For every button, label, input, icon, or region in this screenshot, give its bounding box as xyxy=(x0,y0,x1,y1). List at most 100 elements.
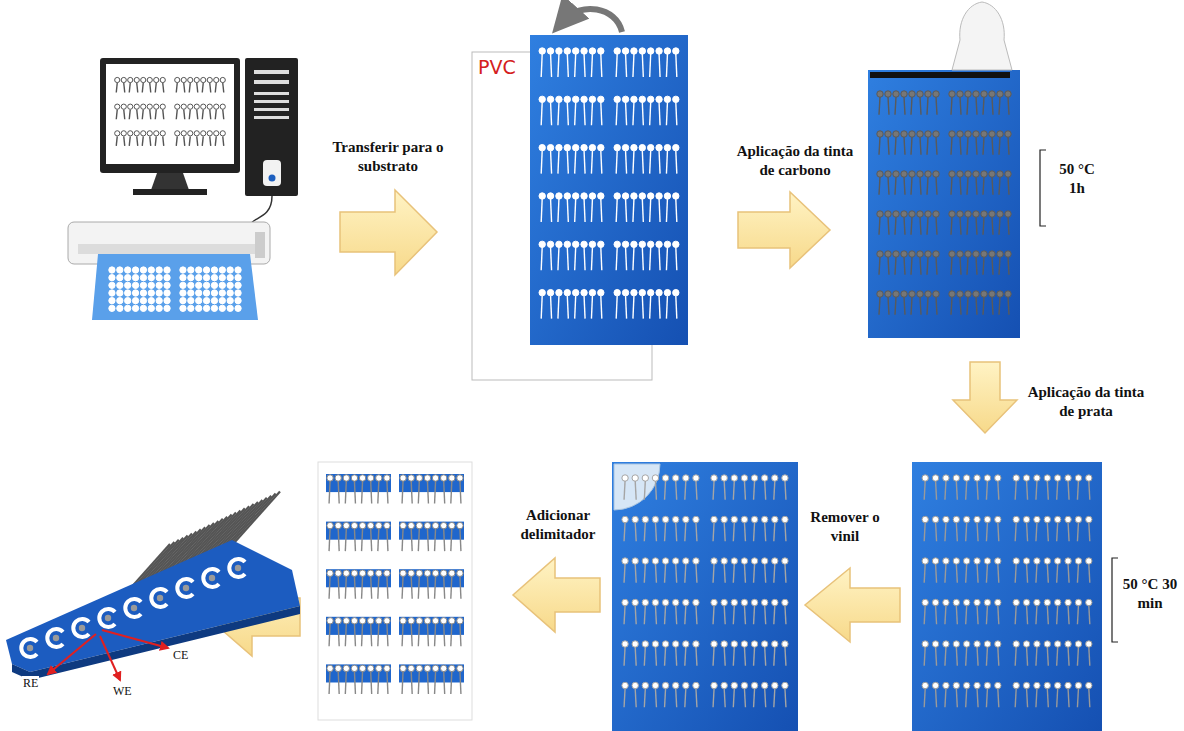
art-rect xyxy=(245,58,298,196)
art-line xyxy=(644,606,645,625)
art-line xyxy=(626,102,627,125)
art-circle xyxy=(965,171,971,177)
art-circle xyxy=(109,282,115,288)
art-circle xyxy=(662,475,668,481)
art-line xyxy=(223,110,224,120)
art-line xyxy=(124,136,125,146)
art-circle xyxy=(1065,475,1071,481)
art-circle xyxy=(1034,682,1040,688)
art-circle xyxy=(877,131,883,137)
art-line xyxy=(1047,523,1048,542)
art-line xyxy=(129,110,130,120)
art-circle xyxy=(547,48,553,54)
art-line xyxy=(444,576,445,599)
art-circle xyxy=(160,77,165,82)
art-circle xyxy=(211,267,217,273)
art-line xyxy=(635,523,636,542)
art-circle xyxy=(109,290,115,296)
art-circle xyxy=(140,282,146,288)
art-circle xyxy=(721,641,727,647)
art-circle xyxy=(973,251,979,257)
art-circle xyxy=(449,618,455,624)
art-rect xyxy=(326,522,391,540)
art-circle xyxy=(219,275,225,281)
art-line xyxy=(904,137,905,155)
art-circle xyxy=(220,131,225,136)
art-line xyxy=(1027,523,1028,542)
art-circle xyxy=(1054,641,1060,647)
art-line xyxy=(951,297,952,315)
art-line xyxy=(785,481,786,500)
art-circle xyxy=(572,193,578,199)
art-line xyxy=(936,523,937,542)
art-line xyxy=(345,576,346,599)
art-line xyxy=(136,286,137,288)
art-line xyxy=(774,481,775,500)
art-circle xyxy=(922,599,928,605)
art-circle xyxy=(782,558,788,564)
art-circle xyxy=(622,641,628,647)
art-line xyxy=(676,523,677,542)
art-circle xyxy=(614,48,620,54)
art-line xyxy=(591,296,592,319)
art-line xyxy=(213,309,214,311)
art-line xyxy=(685,523,686,542)
art-line xyxy=(558,102,559,125)
art-line xyxy=(676,647,677,666)
art-line xyxy=(986,606,987,625)
art-line xyxy=(983,177,984,195)
art-line xyxy=(1008,177,1009,195)
art-line xyxy=(1089,481,1090,500)
art-line xyxy=(744,606,745,625)
art-line xyxy=(591,151,592,174)
art-circle xyxy=(721,516,727,522)
art-line xyxy=(983,297,984,315)
art-circle xyxy=(572,96,578,102)
art-line xyxy=(624,606,625,625)
art-line xyxy=(591,247,592,270)
art-line xyxy=(167,286,168,288)
art-line xyxy=(624,647,625,666)
art-line xyxy=(215,110,216,120)
art-circle xyxy=(125,298,131,304)
art-circle xyxy=(721,558,727,564)
art-line xyxy=(120,309,121,311)
art-circle xyxy=(683,475,689,481)
art-circle xyxy=(207,131,212,136)
art-line xyxy=(951,137,952,155)
art-circle xyxy=(953,682,959,688)
art-line xyxy=(676,151,677,174)
art-circle xyxy=(1075,558,1081,564)
art-line xyxy=(966,481,967,500)
art-line xyxy=(213,278,214,280)
art-circle xyxy=(564,193,570,199)
art-line xyxy=(451,481,452,504)
silver-panel xyxy=(912,462,1118,731)
art-line xyxy=(229,286,230,288)
art-circle xyxy=(981,91,987,97)
art-circle xyxy=(132,282,138,288)
art-circle xyxy=(117,282,123,288)
art-line xyxy=(986,689,987,708)
art-line xyxy=(888,177,889,195)
art-rect xyxy=(399,664,464,682)
art-line xyxy=(956,564,957,583)
art-line xyxy=(167,301,168,303)
art-circle xyxy=(384,475,390,481)
art-circle xyxy=(995,475,1001,481)
art-circle xyxy=(662,599,668,605)
art-line xyxy=(435,481,436,504)
art-circle xyxy=(673,96,679,102)
art-circle xyxy=(457,665,463,671)
art-circle xyxy=(683,599,689,605)
art-line xyxy=(966,689,967,708)
art-circle xyxy=(327,570,333,576)
art-line xyxy=(655,481,656,500)
art-circle xyxy=(877,91,883,97)
art-rect xyxy=(254,116,289,119)
art-circle xyxy=(156,298,162,304)
art-line xyxy=(137,83,138,93)
art-line xyxy=(967,257,968,275)
art-rect xyxy=(254,100,289,103)
art-circle xyxy=(140,267,146,273)
